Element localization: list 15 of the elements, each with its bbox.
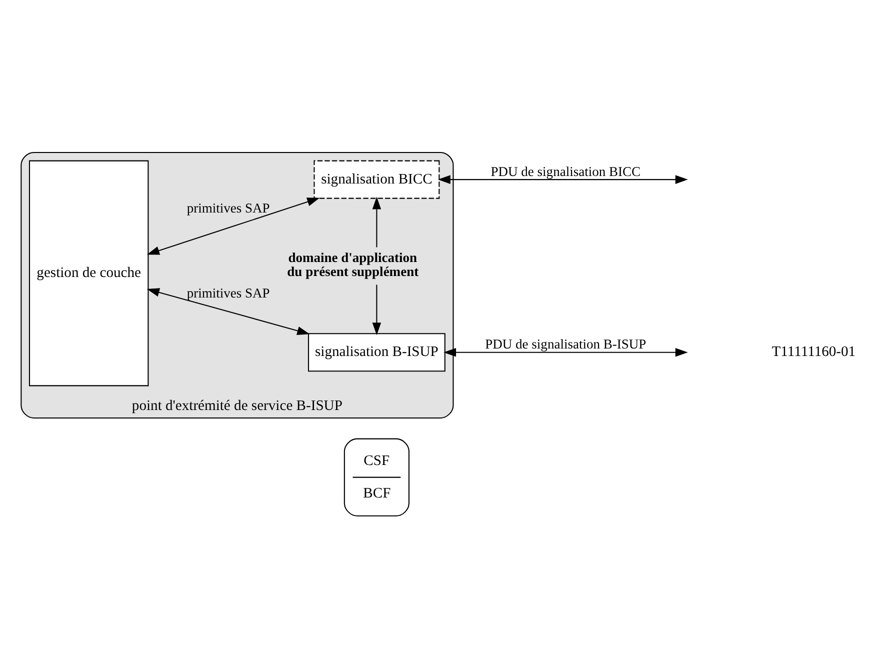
arrow xyxy=(146,288,310,335)
node-box: CSF BCF xyxy=(344,438,410,516)
node-box: signalisation BICC xyxy=(314,160,440,199)
edge-label: PDU de signalisation BICC xyxy=(490,164,641,179)
arrow xyxy=(444,348,688,357)
node-box: gestion de couche xyxy=(28,160,149,386)
arrow xyxy=(146,198,320,255)
edge-label: PDU de signalisation B-ISUP xyxy=(485,336,646,352)
arrow xyxy=(372,196,382,336)
label: T11111160-01 xyxy=(772,344,856,360)
edge-label: domaine d'application du présent supplément xyxy=(287,250,419,279)
edge-label: primitives SAP xyxy=(186,286,270,301)
edge-label: primitives SAP xyxy=(186,200,270,216)
node-box: signalisation B-ISUP xyxy=(308,333,446,372)
arrow xyxy=(438,175,688,184)
